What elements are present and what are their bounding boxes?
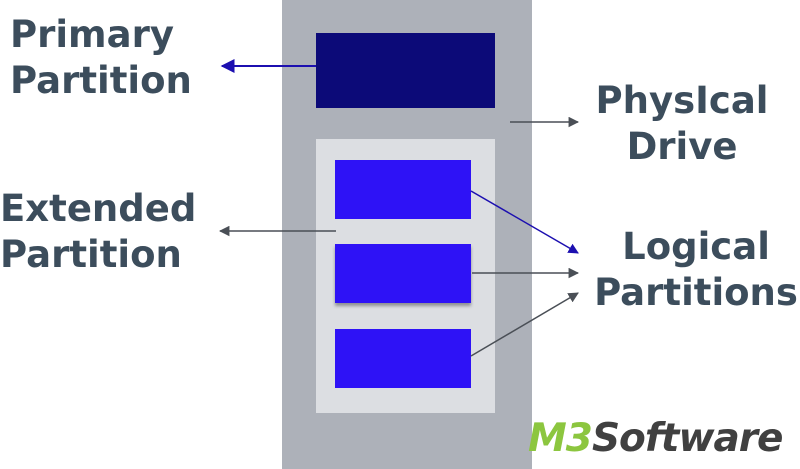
label-line: Partition <box>10 59 192 102</box>
logical-partition-block <box>335 329 471 388</box>
label-line: Partition <box>0 233 182 276</box>
primary-partition-label: Primary Partition <box>10 12 192 104</box>
physical-drive-label: PhysIcal Drive <box>592 78 772 170</box>
label-line: PhysIcal <box>595 79 769 122</box>
label-line: Drive <box>626 125 738 168</box>
m3-software-logo: M3Software <box>528 416 784 462</box>
label-line: Extended <box>0 187 197 230</box>
logical-partition-block <box>335 160 471 219</box>
logo-name: Software <box>591 416 784 461</box>
logo-brand: M3 <box>528 416 593 461</box>
label-line: Partitions <box>594 271 798 314</box>
logical-partitions-label: Logical Partitions <box>592 224 800 316</box>
label-line: Primary <box>10 13 174 56</box>
primary-partition-block <box>316 33 495 108</box>
label-line: Logical <box>622 225 770 268</box>
extended-partition-label: Extended Partition <box>0 186 196 278</box>
logical-partition-block <box>335 244 471 303</box>
